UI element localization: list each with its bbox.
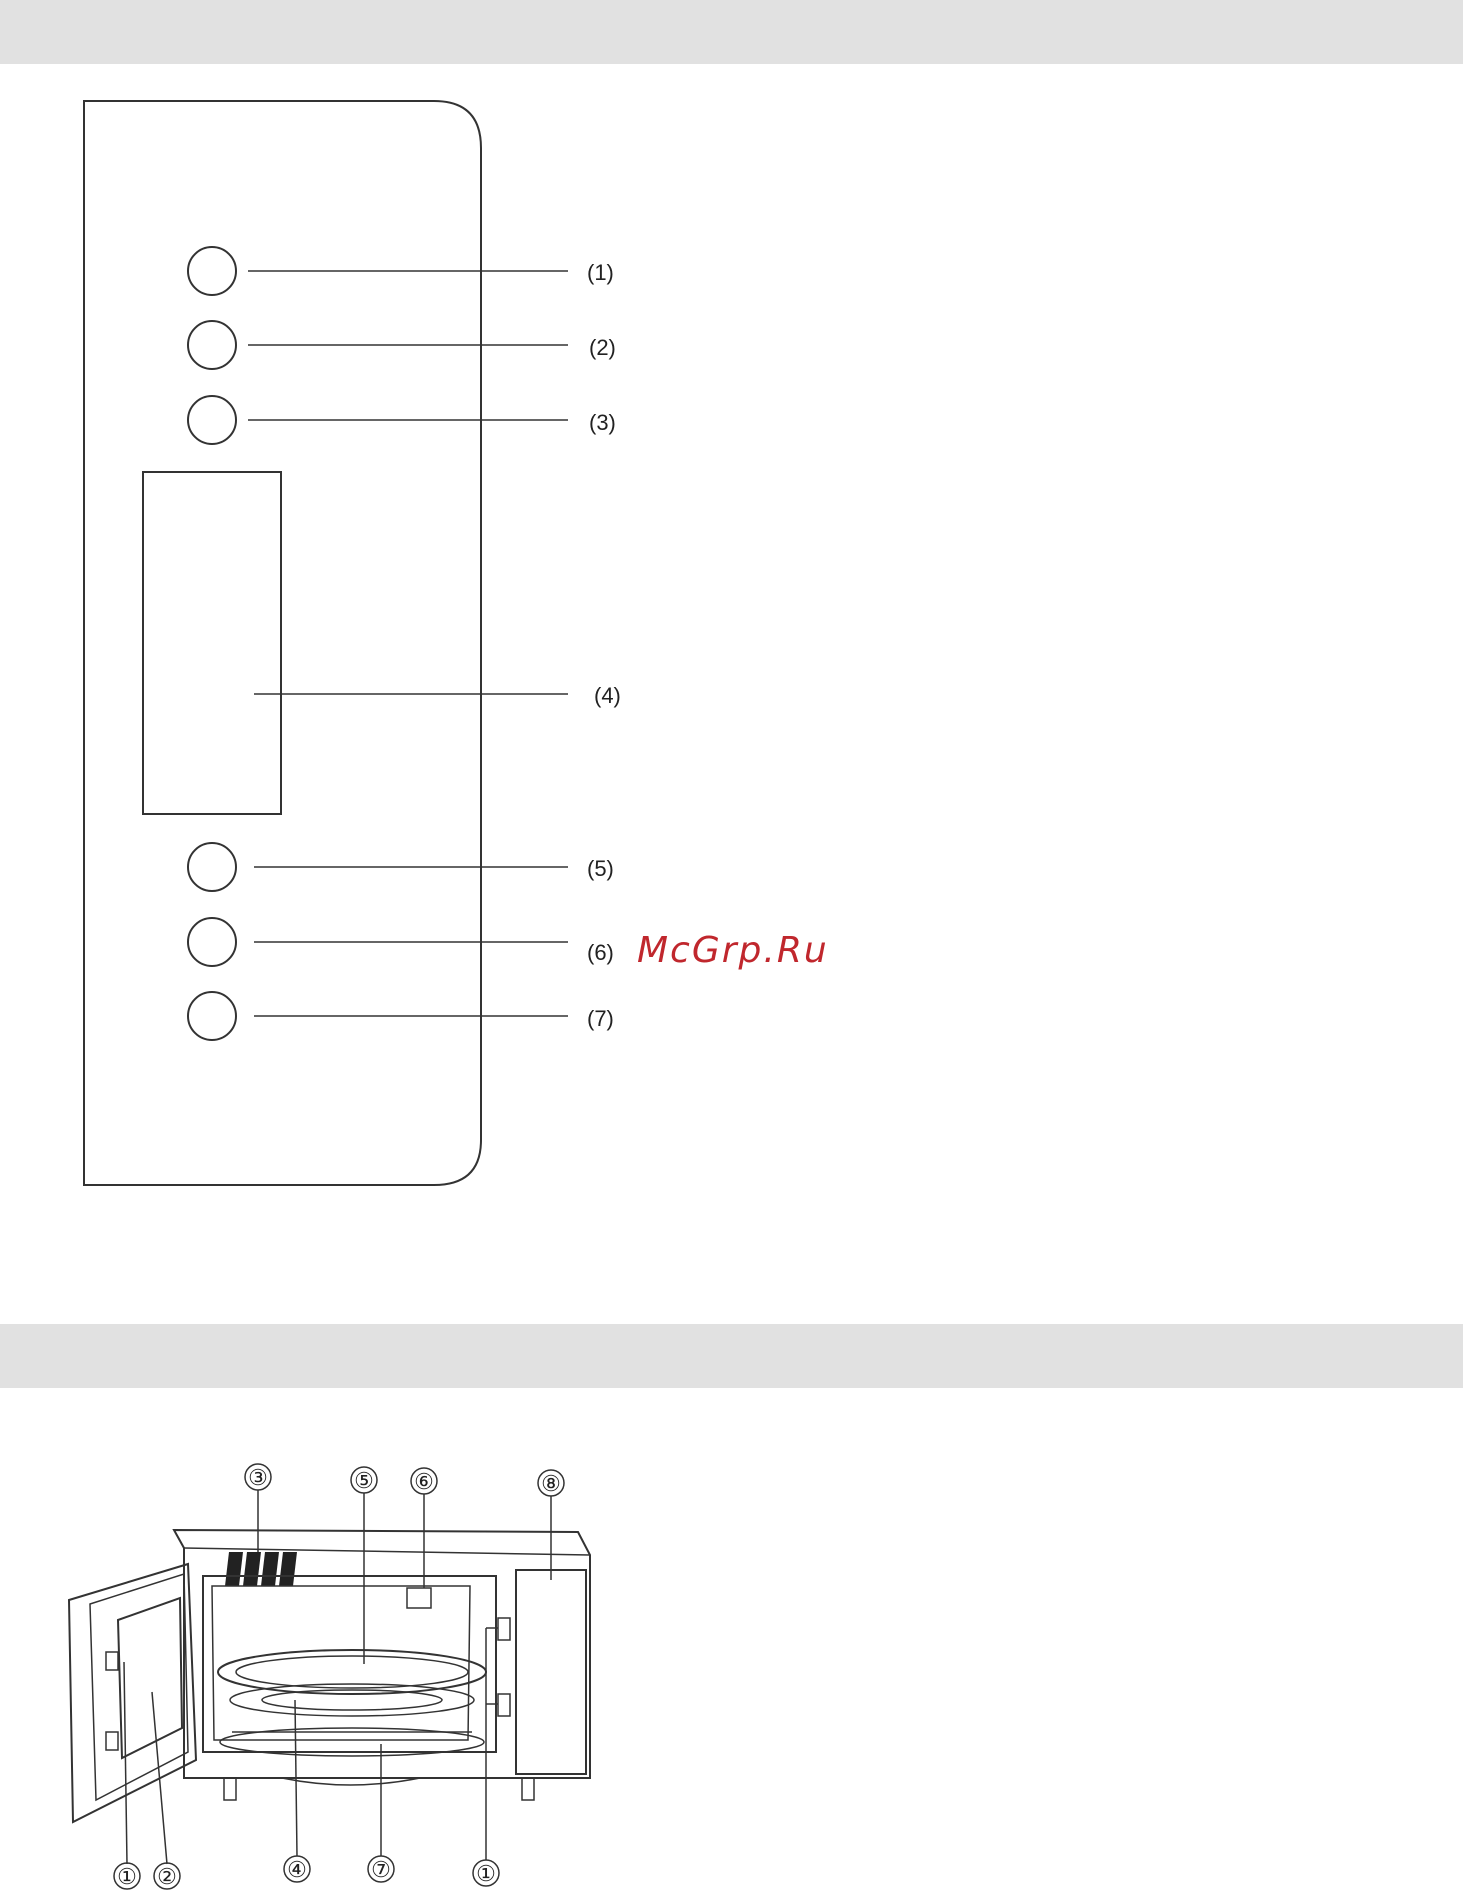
watermark-text: McGrp.Ru bbox=[637, 930, 829, 971]
callout-label-3: (3) bbox=[589, 410, 616, 435]
door-latch-hole-bottom bbox=[498, 1694, 510, 1716]
callout-num-6: ⑥ bbox=[414, 1469, 434, 1494]
callout-num-4: ④ bbox=[287, 1857, 307, 1882]
vent-grille bbox=[225, 1552, 297, 1586]
callout-num-7: ⑦ bbox=[371, 1857, 391, 1882]
display-window bbox=[143, 472, 281, 814]
callout-label-7: (7) bbox=[587, 1006, 614, 1031]
oven-door bbox=[69, 1564, 196, 1822]
callout-label-2: (2) bbox=[589, 335, 616, 360]
base-curve bbox=[282, 1778, 420, 1785]
callout-door-window: ② bbox=[152, 1692, 180, 1889]
callout-label-1: (1) bbox=[587, 260, 614, 285]
oven-control-panel bbox=[516, 1570, 586, 1774]
cavity-inner bbox=[212, 1586, 470, 1740]
control-button-2 bbox=[188, 321, 236, 369]
control-button-7 bbox=[188, 992, 236, 1040]
control-button-6 bbox=[188, 918, 236, 966]
callout-support: ⑦ bbox=[368, 1744, 394, 1882]
cabinet-edge bbox=[174, 1530, 184, 1548]
callout-label-6: (6) bbox=[587, 940, 614, 965]
door-latch-bottom bbox=[106, 1732, 118, 1750]
callout-num-2: ② bbox=[157, 1864, 177, 1889]
oven-diagram: ① ② ③ ④ ⑤ ⑥ ⑦ bbox=[69, 1464, 590, 1889]
callout-num-1: ① bbox=[117, 1864, 137, 1889]
callout-vent: ③ bbox=[245, 1464, 271, 1552]
callout-roller: ④ bbox=[284, 1700, 310, 1882]
roller-ring bbox=[230, 1684, 474, 1716]
control-panel-diagram: (1) (2) (3) (4) (5) (6) (7) bbox=[84, 101, 621, 1185]
callout-control-panel: ⑧ bbox=[538, 1470, 564, 1580]
callout-glass-tray: ⑤ bbox=[351, 1467, 377, 1664]
callout-num-8: ⑧ bbox=[541, 1471, 561, 1496]
control-button-3 bbox=[188, 396, 236, 444]
foot-left bbox=[224, 1778, 236, 1800]
glass-tray-inner bbox=[236, 1656, 468, 1688]
door-window bbox=[118, 1598, 182, 1758]
waveguide-cover bbox=[407, 1588, 431, 1608]
control-button-5 bbox=[188, 843, 236, 891]
callout-label-4: (4) bbox=[594, 683, 621, 708]
callout-num-1b: ① bbox=[476, 1861, 496, 1886]
door-latch-top bbox=[106, 1652, 118, 1670]
door-frame-inner bbox=[90, 1574, 188, 1800]
callout-waveguide: ⑥ bbox=[411, 1468, 437, 1588]
callout-door-latch: ① bbox=[114, 1662, 140, 1889]
cabinet-top-edge bbox=[184, 1548, 590, 1555]
door-latch-hole-top bbox=[498, 1618, 510, 1640]
callout-num-3: ③ bbox=[248, 1465, 268, 1490]
callout-label-5: (5) bbox=[587, 856, 614, 881]
foot-right bbox=[522, 1778, 534, 1800]
control-button-1 bbox=[188, 247, 236, 295]
callout-num-5: ⑤ bbox=[354, 1468, 374, 1493]
